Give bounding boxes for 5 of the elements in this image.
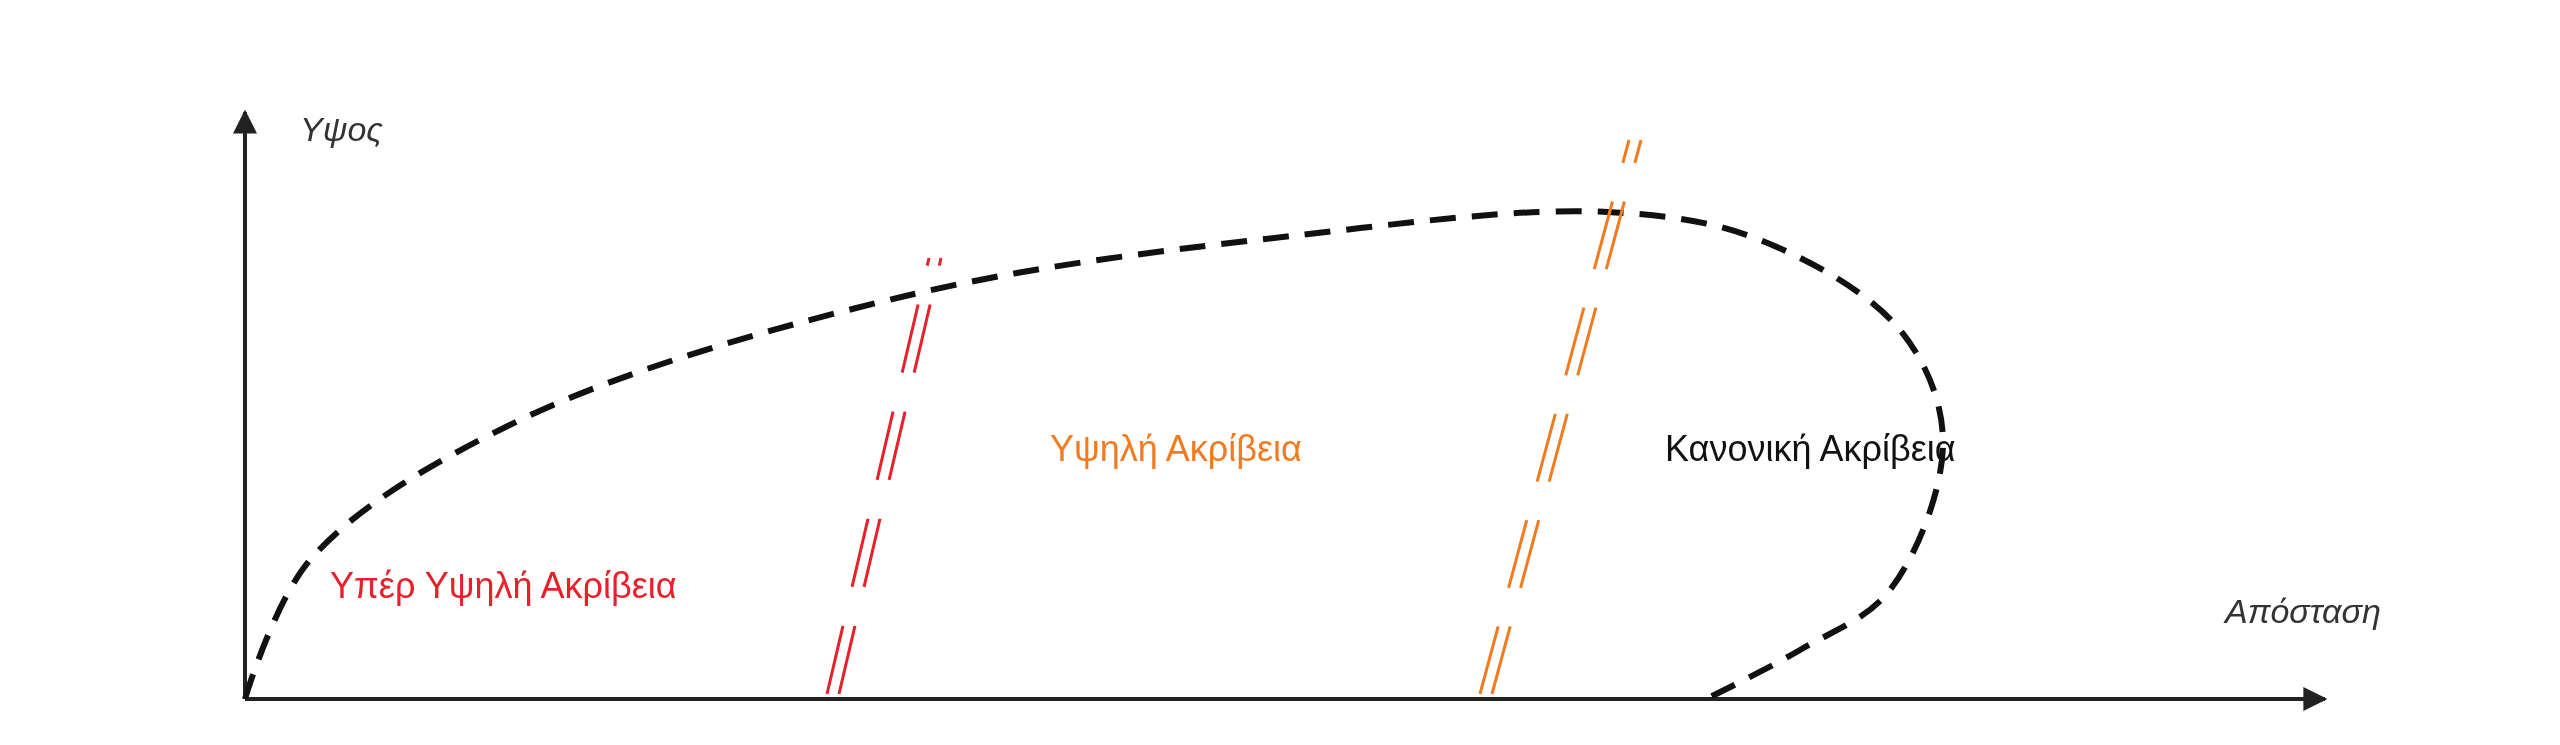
region-label: Υψηλή Ακρίβεια	[1050, 428, 1302, 470]
region-label: Υπέρ Υψηλή Ακρίβεια	[330, 565, 677, 607]
axis-label: Υψος	[300, 110, 383, 149]
region-label: Κανονική Ακρίβεια	[1665, 428, 1956, 470]
axis-label: Απόσταση	[2225, 592, 2381, 631]
